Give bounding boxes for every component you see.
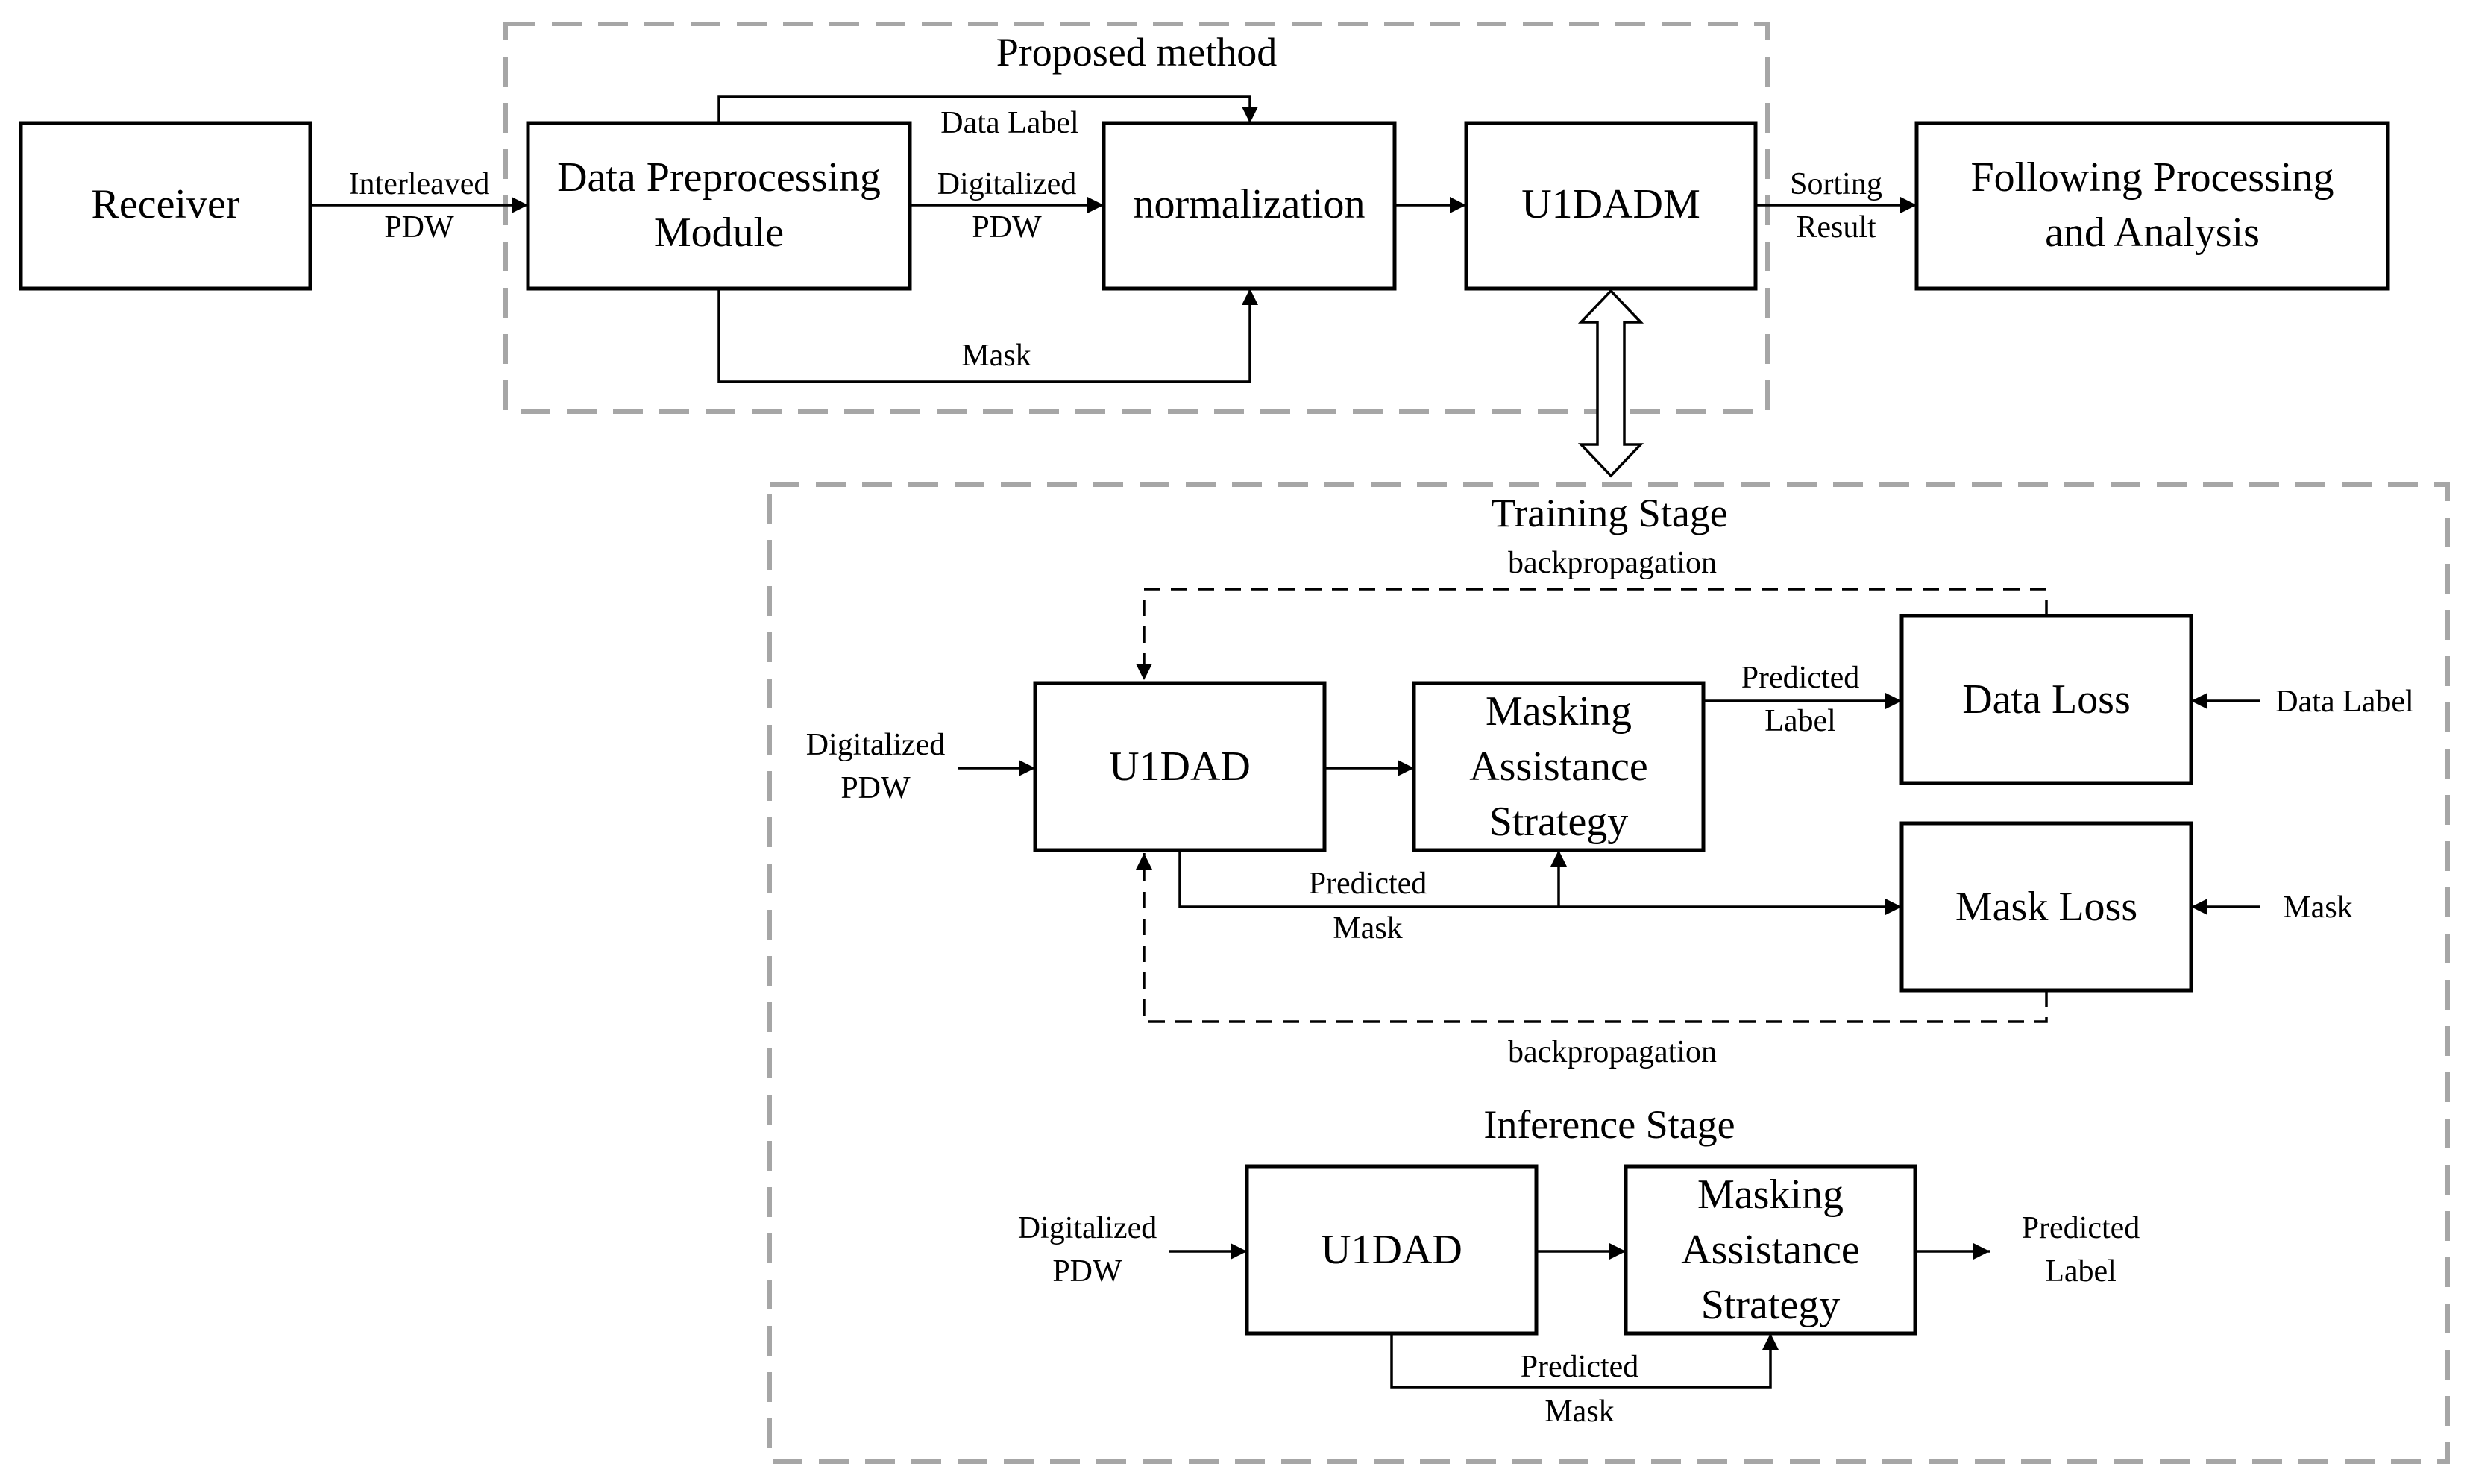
receiver-label: Receiver [92, 181, 240, 227]
bidirectional-hollow-arrow [1577, 289, 1644, 478]
train-mas-label-3: Strategy [1489, 799, 1629, 845]
predicted-label-text-2: Label [1764, 704, 1836, 738]
backprop-bottom-arrow [1136, 853, 2048, 1023]
data-label-text: Data Label [940, 106, 1078, 140]
stage-group [767, 482, 2450, 1464]
interleaved-label: Interleaved [349, 167, 490, 201]
dpm-label-line1: Data Preprocessing [557, 154, 881, 201]
train-input-label-2: PDW [840, 771, 911, 805]
inference-stage-title: Inference Stage [1483, 1102, 1735, 1147]
mask-loss-box [1899, 821, 2193, 993]
dpm-label-line2: Module [654, 210, 784, 256]
interleaved-pdw-label: PDW [384, 210, 454, 245]
normalization-box [1102, 121, 1397, 291]
proposed-method-group [503, 22, 1770, 414]
sorting-result-label: Result [1796, 210, 1876, 245]
train-u1dad-label: U1DAD [1109, 743, 1251, 790]
inf-predicted-mask-1: Predicted [1521, 1350, 1639, 1384]
digitalized-pdw-label: PDW [972, 210, 1042, 245]
inf-input-label-1: Digitalized [1018, 1211, 1157, 1245]
data-loss-label: Data Loss [1962, 676, 2131, 723]
predicted-label-text-1: Predicted [1741, 661, 1860, 695]
following-processing-box [1914, 121, 2390, 291]
inf-predicted-mask-2: Mask [1544, 1395, 1614, 1429]
training-stage-title: Training Stage [1491, 491, 1728, 535]
train-input-label-1: Digitalized [806, 728, 946, 762]
mask-loss-label: Mask Loss [1955, 884, 2137, 930]
u1dadm-label: U1DADM [1521, 181, 1700, 227]
u1dadm-box [1464, 121, 1758, 291]
following-label-line1: Following Processing [1971, 154, 2334, 201]
train-predicted-mask-2: Mask [1333, 911, 1402, 946]
mask-text: Mask [961, 339, 1031, 373]
inf-output-label-2: Label [2045, 1254, 2117, 1289]
inf-output-label-1: Predicted [2022, 1211, 2140, 1245]
train-mas-label-2: Assistance [1469, 743, 1648, 790]
sorting-label: Sorting [1790, 167, 1882, 201]
backprop-bottom-label: backpropagation [1508, 1035, 1717, 1069]
inf-mas-label-3: Strategy [1701, 1282, 1841, 1328]
train-mas-label-1: Masking [1486, 688, 1632, 735]
proposed-method-title: Proposed method [996, 30, 1277, 75]
inf-mas-box [1624, 1164, 1917, 1336]
inf-input-label-2: PDW [1052, 1254, 1122, 1289]
backprop-top-arrow [1136, 588, 2048, 680]
predicted-mask-to-mask-loss-arrow [1178, 850, 1902, 915]
data-label-arrow [717, 95, 1258, 123]
digitalized-label: Digitalized [937, 167, 1077, 201]
data-label-in-text: Data Label [2275, 685, 2413, 719]
inf-mas-label-1: Masking [1697, 1172, 1844, 1218]
inf-mas-label-2: Assistance [1681, 1227, 1860, 1273]
following-label-line2: and Analysis [2045, 210, 2260, 256]
mask-arrow [717, 289, 1258, 383]
inf-u1dad-box [1245, 1164, 1539, 1336]
inf-u1dad-label: U1DAD [1321, 1227, 1462, 1273]
normalization-label: normalization [1133, 181, 1365, 227]
inf-predicted-mask-arrow [1390, 1333, 1779, 1389]
data-preprocessing-module-box [526, 121, 912, 291]
data-loss-box [1899, 614, 2193, 785]
backprop-top-label: backpropagation [1508, 546, 1717, 580]
mask-in-text: Mask [2283, 890, 2352, 925]
train-mas-box [1412, 681, 1706, 852]
receiver-box [19, 121, 312, 291]
train-predicted-mask-1: Predicted [1309, 867, 1427, 901]
